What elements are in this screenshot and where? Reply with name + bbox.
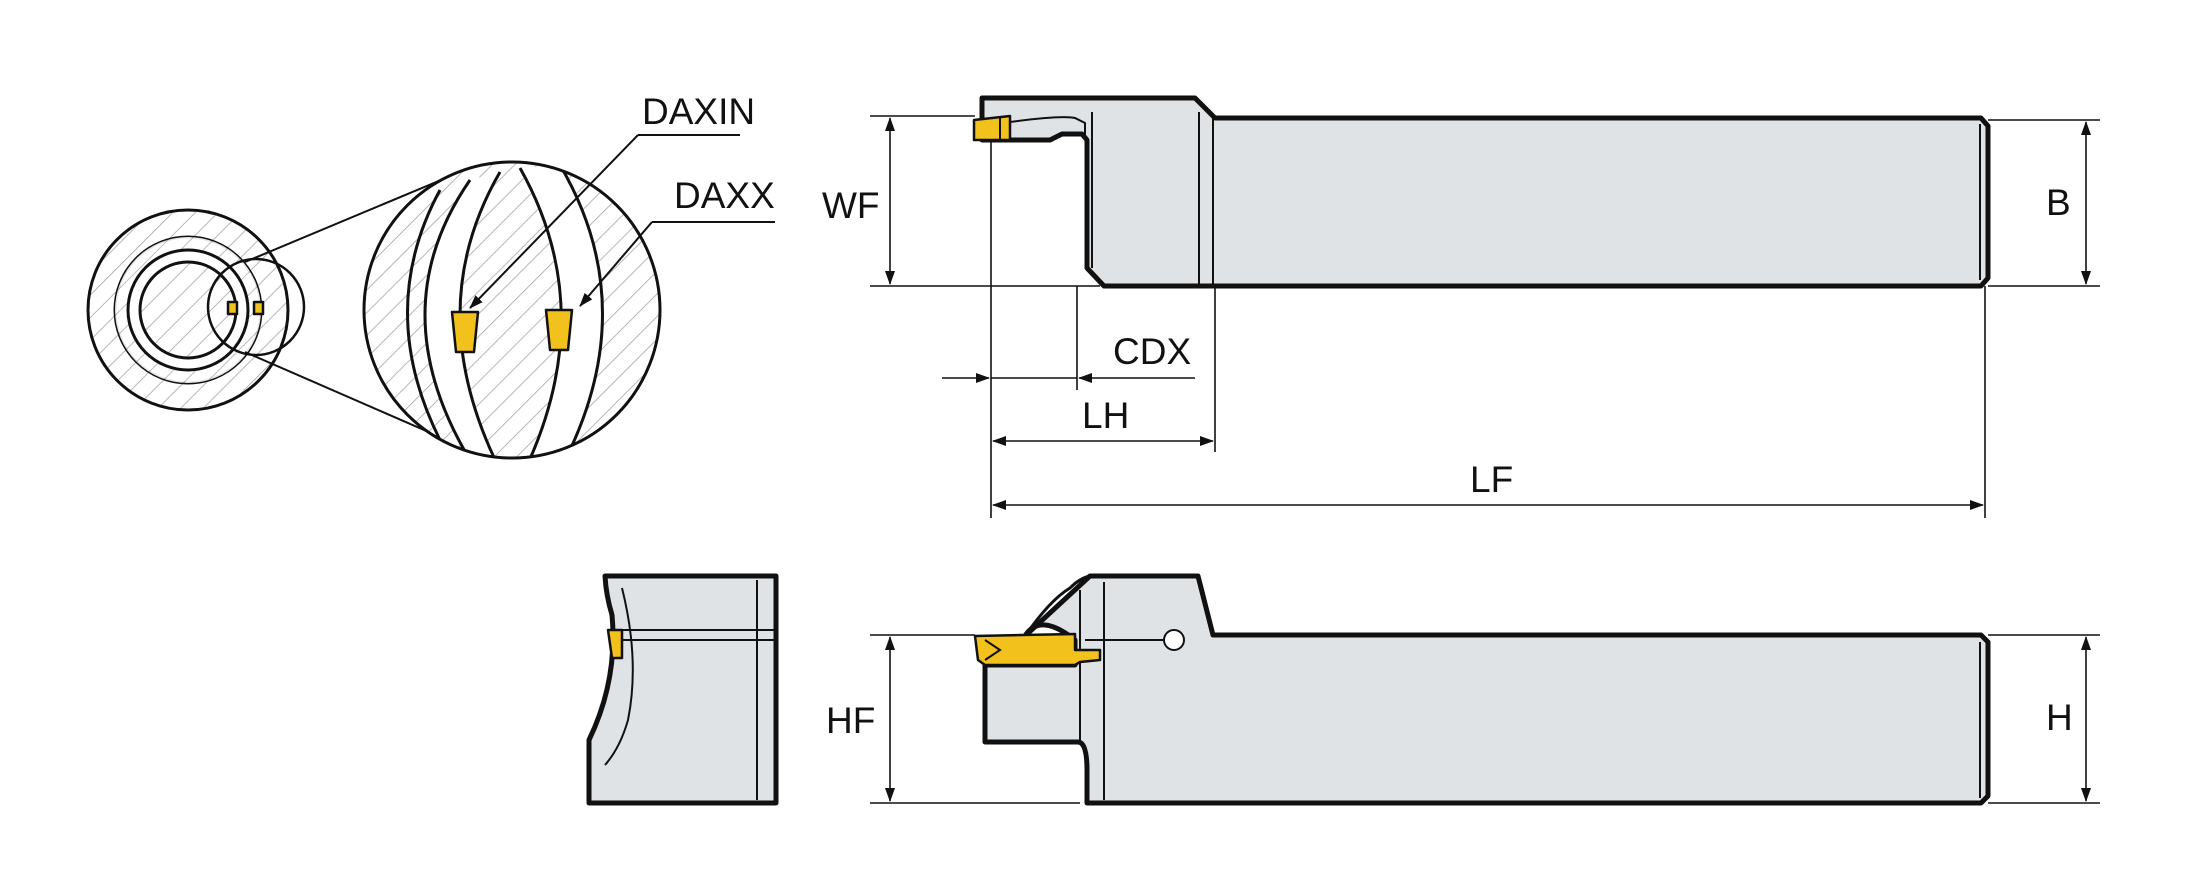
small-insert-inner: [226, 300, 239, 316]
top-view-dimensions: WF B CDX LH LF: [822, 115, 2100, 518]
daxin-leader: [469, 134, 639, 309]
end-view-body: [586, 573, 779, 806]
daxx-leader: [579, 221, 653, 307]
end-view-insert: [606, 628, 624, 660]
top-view-insert: [972, 114, 1012, 142]
end-view: [586, 573, 779, 806]
small-insert-outer: [252, 300, 265, 316]
insert-daxin: [450, 310, 480, 354]
dim-hf-label: HF: [826, 700, 875, 741]
dim-cdx-label: CDX: [1113, 331, 1191, 372]
side-view-dimensions: HF H: [826, 634, 2100, 804]
dim-wf-label: WF: [822, 185, 880, 226]
side-view: [973, 573, 1991, 806]
detail-leader-top: [244, 169, 466, 263]
side-view-body: [982, 573, 1991, 806]
top-view: [972, 95, 1991, 289]
top-view-body: [979, 95, 1991, 289]
dim-lf-label: LF: [1470, 459, 1513, 500]
daxx-label: DAXX: [674, 175, 775, 216]
dim-lh-label: LH: [1082, 395, 1129, 436]
daxin-label: DAXIN: [642, 91, 755, 132]
insert-daxx: [544, 308, 574, 352]
side-view-insert: [973, 632, 1102, 667]
dim-b-label: B: [2046, 182, 2071, 223]
detail-view-enlarged: DAXIN DAXX: [362, 91, 775, 460]
dim-h-label: H: [2046, 697, 2073, 738]
